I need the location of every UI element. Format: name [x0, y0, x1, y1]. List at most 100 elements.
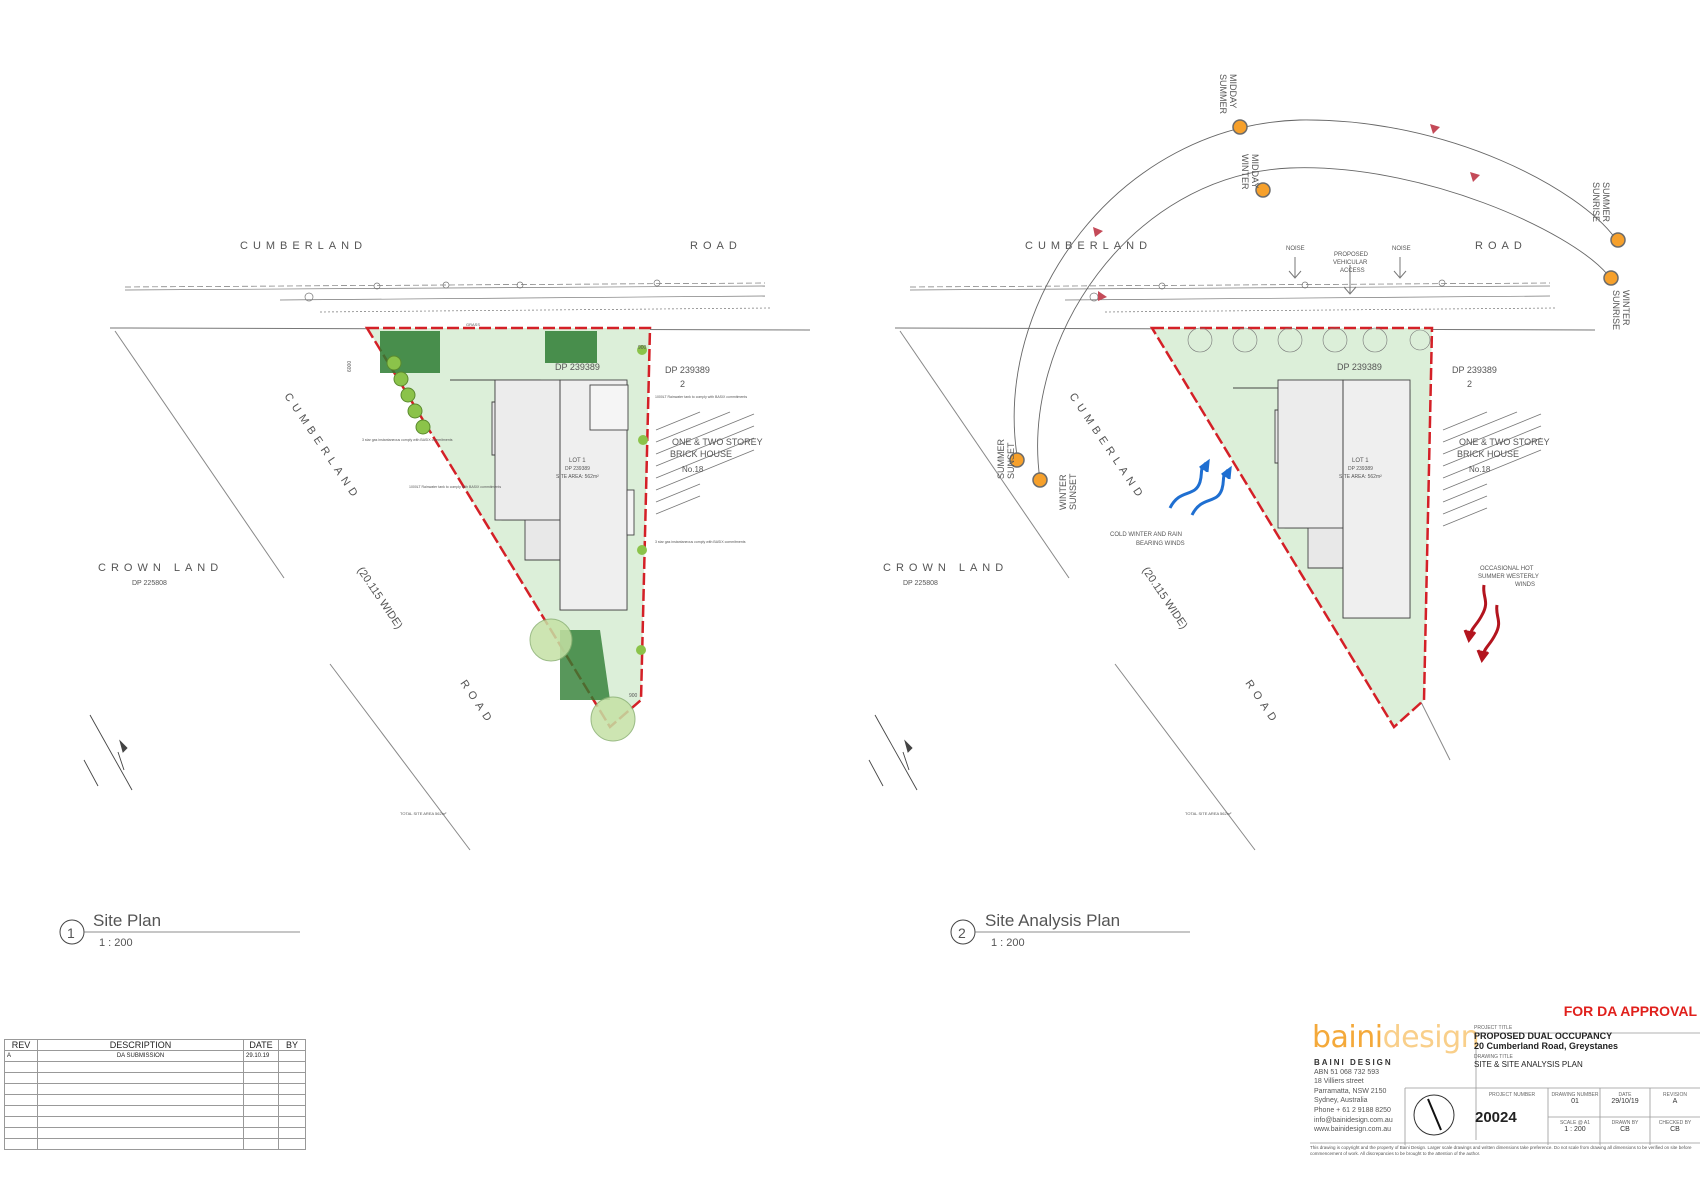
noise-arrows: [1288, 257, 1407, 295]
project-number: 20024: [1475, 1109, 1517, 1126]
note-hot-water: 3 star gas instantaneous comply with BAS…: [362, 438, 453, 442]
caption-scale: 1 : 200: [991, 937, 1025, 949]
note-rainwater-right: 1000LT Rainwater tank to comply with BAS…: [655, 395, 747, 399]
date-cell: DATE 29/10/19: [1611, 1092, 1639, 1105]
road-label-diagonal: CUMBERLAND: [1067, 391, 1148, 503]
neighbor-number: No.18: [682, 465, 704, 474]
total-site-area: TOTAL SITE AREA 562m²: [1185, 811, 1232, 816]
note-hot-water-right: 3 star gas instantaneous comply with BAS…: [655, 540, 746, 544]
caption-number: 2: [958, 925, 966, 941]
table-row: [4, 1061, 306, 1073]
setback-bottom: 900: [629, 693, 638, 699]
firm-abn: ABN 51 068 732 593: [1314, 1068, 1379, 1076]
approval-stamp: FOR DA APPROVAL: [1563, 1003, 1697, 1019]
rev-header: REV: [4, 1039, 38, 1051]
drawing-title: SITE & SITE ANALYSIS PLAN: [1474, 1060, 1583, 1069]
neighbor-dp: DP 239389: [665, 365, 710, 375]
drawing-title-caption: DRAWING TITLE: [1474, 1054, 1513, 1060]
neighbor-house-hatch: [655, 411, 755, 515]
neighbor-house-hatch: [1442, 411, 1542, 527]
drawn-by-cell: DRAWN BY CB: [1611, 1120, 1639, 1133]
lot-label: LOT 1: [569, 458, 586, 464]
lot-dp: DP 239389: [565, 466, 590, 472]
date-header: DATE: [243, 1039, 279, 1051]
by-cell: [278, 1050, 306, 1062]
firm-name: BAINI DESIGN: [1314, 1058, 1393, 1067]
caption-scale: 1 : 200: [99, 937, 133, 949]
road-label-diagonal-road: ROAD: [458, 678, 497, 728]
vehicular-access-label: PROPOSED VEHICULAR ACCESS: [1333, 252, 1370, 274]
building-footprint: [450, 379, 635, 611]
grass-label: GRASS: [466, 322, 480, 327]
firm-phone: Phone + 61 2 9188 8250: [1314, 1106, 1391, 1114]
north-point-icon: [83, 714, 133, 791]
diagonal-road-edges: [899, 330, 1451, 851]
road-label-diagonal-road: ROAD: [1243, 678, 1282, 728]
caption-number: 1: [67, 925, 75, 941]
site-analysis-plan: CUMBERLAND ROAD CUMBERLAND (20.115 WIDE)…: [868, 74, 1631, 851]
road-label-top-left: CUMBERLAND: [240, 240, 367, 252]
copyright-disclaimer: This drawing is copyright and the proper…: [1310, 1145, 1692, 1156]
description-cell: DA SUBMISSION: [37, 1050, 244, 1062]
rev-cell: A: [4, 1050, 38, 1062]
scale-cell: SCALE @ A1 1 : 200: [1559, 1120, 1591, 1133]
table-row: [4, 1105, 306, 1117]
cold-winds-icon: [1168, 458, 1232, 516]
road-services: [894, 279, 1596, 331]
sun-path-arrows: [1093, 124, 1480, 301]
table-row: [4, 1072, 306, 1084]
caption-site-analysis-plan: 2 Site Analysis Plan 1 : 200: [950, 911, 1190, 949]
project-address: 20 Cumberland Road, Greystanes: [1474, 1041, 1619, 1051]
firm-email: info@bainidesign.com.au: [1314, 1116, 1393, 1124]
road-label-top-right: ROAD: [690, 240, 742, 252]
caption-title: Site Plan: [93, 911, 161, 930]
diagonal-road-edges: [114, 330, 471, 851]
neighbor-lot: 2: [1467, 379, 1472, 389]
firm-logo: bainidesign: [1312, 1020, 1480, 1055]
road-label-top-right: ROAD: [1475, 240, 1527, 252]
landscaping: [380, 331, 648, 742]
lot-label: LOT 1: [1352, 458, 1369, 464]
north-point-icon: [868, 714, 918, 791]
date-cell: 29.10.19: [243, 1050, 279, 1062]
caption-site-plan: 1 Site Plan 1 : 200: [59, 911, 300, 949]
description-header: DESCRIPTION: [37, 1039, 244, 1051]
sun-path-summer: [1013, 119, 1616, 481]
lot-area: SITE AREA: 562m²: [556, 474, 599, 480]
neighbor-lot: 2: [680, 379, 685, 389]
winter-sunset-label: WINTERSUNSET: [1058, 473, 1078, 510]
noise-label-2: NOISE: [1392, 246, 1411, 252]
north-arrow-icon: [1413, 1094, 1455, 1136]
winter-sunrise-label: WINTERSUNRISE: [1611, 290, 1631, 330]
neighbor-house-label-2: BRICK HOUSE: [670, 449, 732, 459]
road-width-label: (20.115 WIDE): [355, 565, 405, 631]
midday-winter-label: MIDDAYWINTER: [1240, 154, 1260, 190]
midday-summer-label: MIDDAYSUMMER: [1218, 74, 1238, 114]
firm-address-3: Sydney, Australia: [1314, 1097, 1368, 1105]
by-header: BY: [278, 1039, 306, 1051]
crown-land-label: CROWN LAND: [883, 562, 1008, 574]
summer-sunrise-label: SUMMERSUNRISE: [1591, 182, 1611, 222]
setback-side: 900: [638, 345, 647, 351]
neighbor-house-label: ONE & TWO STOREY: [1459, 437, 1550, 447]
firm-address-1: 18 Villiers street: [1314, 1078, 1364, 1086]
neighbor-number: No.18: [1469, 465, 1491, 474]
title-block-lines: [1310, 1032, 1700, 1145]
table-row: [4, 1083, 306, 1095]
building-footprint: [1233, 379, 1411, 619]
table-row: [4, 1094, 306, 1106]
firm-address-2: Parramatta, NSW 2150: [1314, 1087, 1387, 1095]
table-row: [4, 1127, 306, 1139]
project-info: PROJECT TITLE PROPOSED DUAL OCCUPANCY 20…: [1474, 1025, 1699, 1069]
table-row: A DA SUBMISSION 29.10.19: [4, 1050, 306, 1062]
firm-web: www.bainidesign.com.au: [1314, 1126, 1392, 1134]
noise-label-1: NOISE: [1286, 246, 1305, 252]
drawing-number-cell: DRAWING NUMBER 01: [1551, 1092, 1599, 1105]
road-services: [109, 279, 811, 331]
road-width-label: (20.115 WIDE): [1140, 565, 1190, 631]
crown-land-dp: DP 225808: [903, 580, 938, 587]
lot-dp: DP 239389: [1348, 466, 1373, 472]
neighbor-dp: DP 239389: [1452, 365, 1497, 375]
road-label-top-left: CUMBERLAND: [1025, 240, 1152, 252]
